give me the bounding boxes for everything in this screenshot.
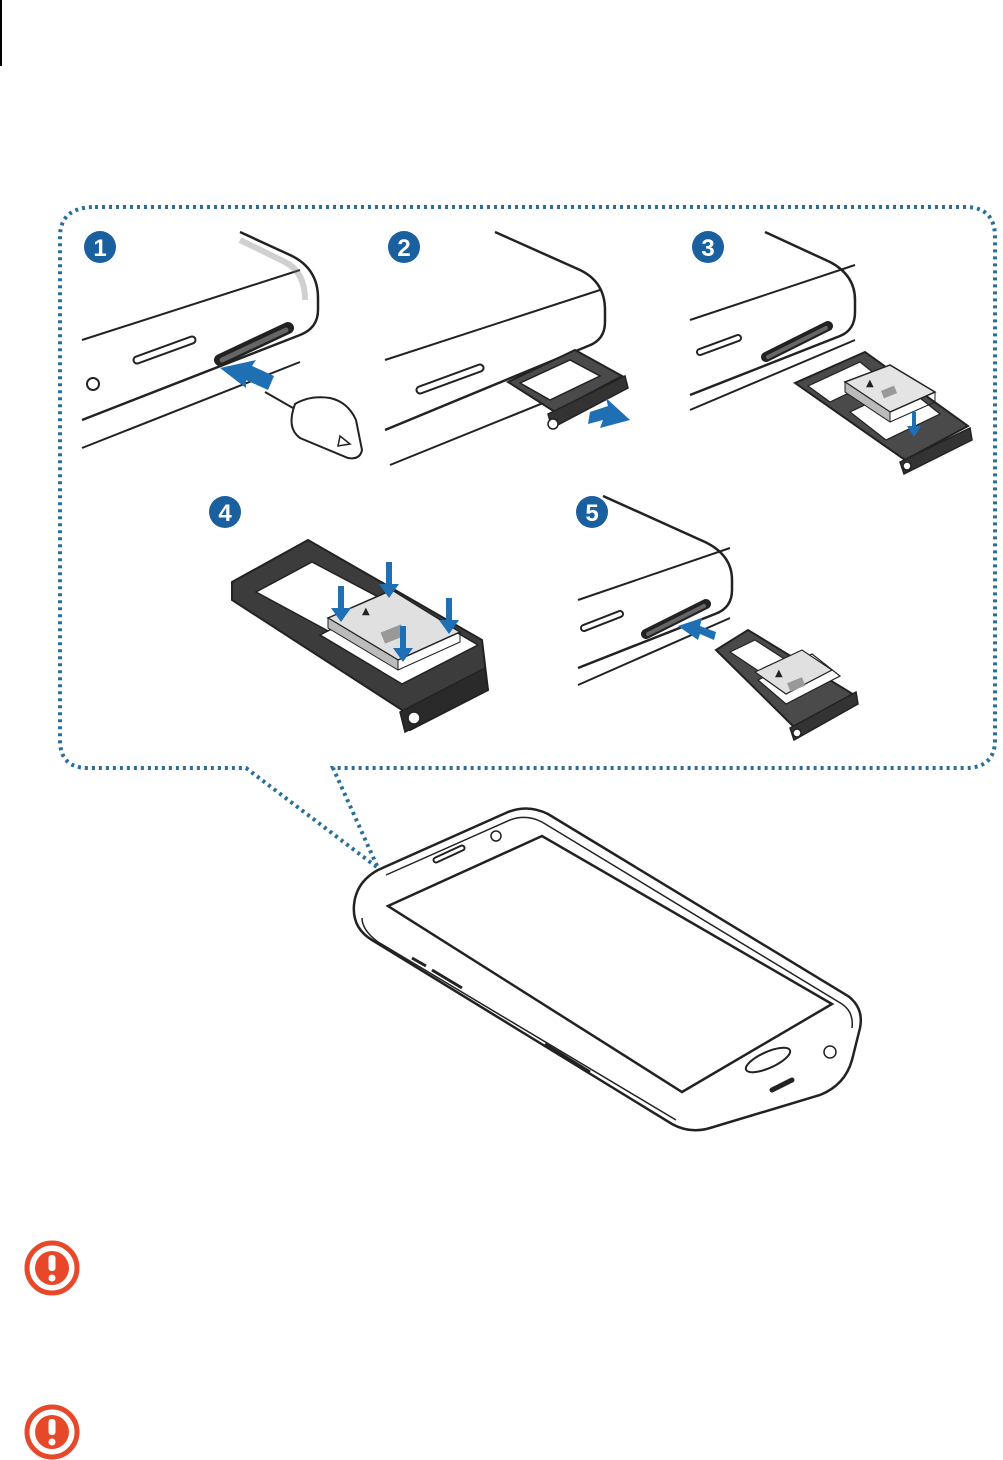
side-button [544, 1042, 591, 1074]
home-button [744, 1046, 792, 1074]
svg-text:3: 3 [701, 235, 714, 262]
usb-port [769, 1077, 795, 1093]
eject-pin-icon [264, 391, 364, 460]
arrow-icon [907, 412, 921, 437]
arrow-icon [331, 562, 459, 662]
arrow-icon [220, 360, 274, 390]
callout-border [58, 205, 997, 870]
step-1-illustration [81, 230, 364, 460]
step-2-illustration [384, 230, 630, 466]
card-orientation-marker: ▲ [866, 378, 874, 389]
warning-icon [24, 1404, 80, 1460]
svg-text:5: 5 [585, 500, 598, 527]
step-5-illustration: ▲ [577, 494, 859, 742]
svg-text:1: 1 [93, 235, 106, 262]
phone-screen [385, 834, 835, 1094]
svg-text:2: 2 [397, 235, 410, 262]
step-4-illustration: ▲ [231, 538, 490, 734]
step-badge-3: 3 [692, 231, 724, 263]
phone-illustration [352, 807, 862, 1132]
arrow-icon [678, 618, 716, 640]
svg-text:4: 4 [218, 500, 232, 527]
card-orientation-marker: ▲ [775, 668, 783, 679]
front-camera [490, 830, 502, 842]
warning-icon [24, 1240, 80, 1296]
step-badge-4: 4 [209, 496, 241, 528]
step-3-illustration: ▲ [689, 230, 973, 476]
headphone-jack [823, 1045, 837, 1059]
step-badge-2: 2 [388, 231, 420, 263]
arrow-icon [588, 398, 630, 428]
step-badge-1: 1 [84, 231, 116, 263]
card-orientation-marker: ▲ [362, 606, 370, 617]
step-badge-5: 5 [576, 496, 608, 528]
